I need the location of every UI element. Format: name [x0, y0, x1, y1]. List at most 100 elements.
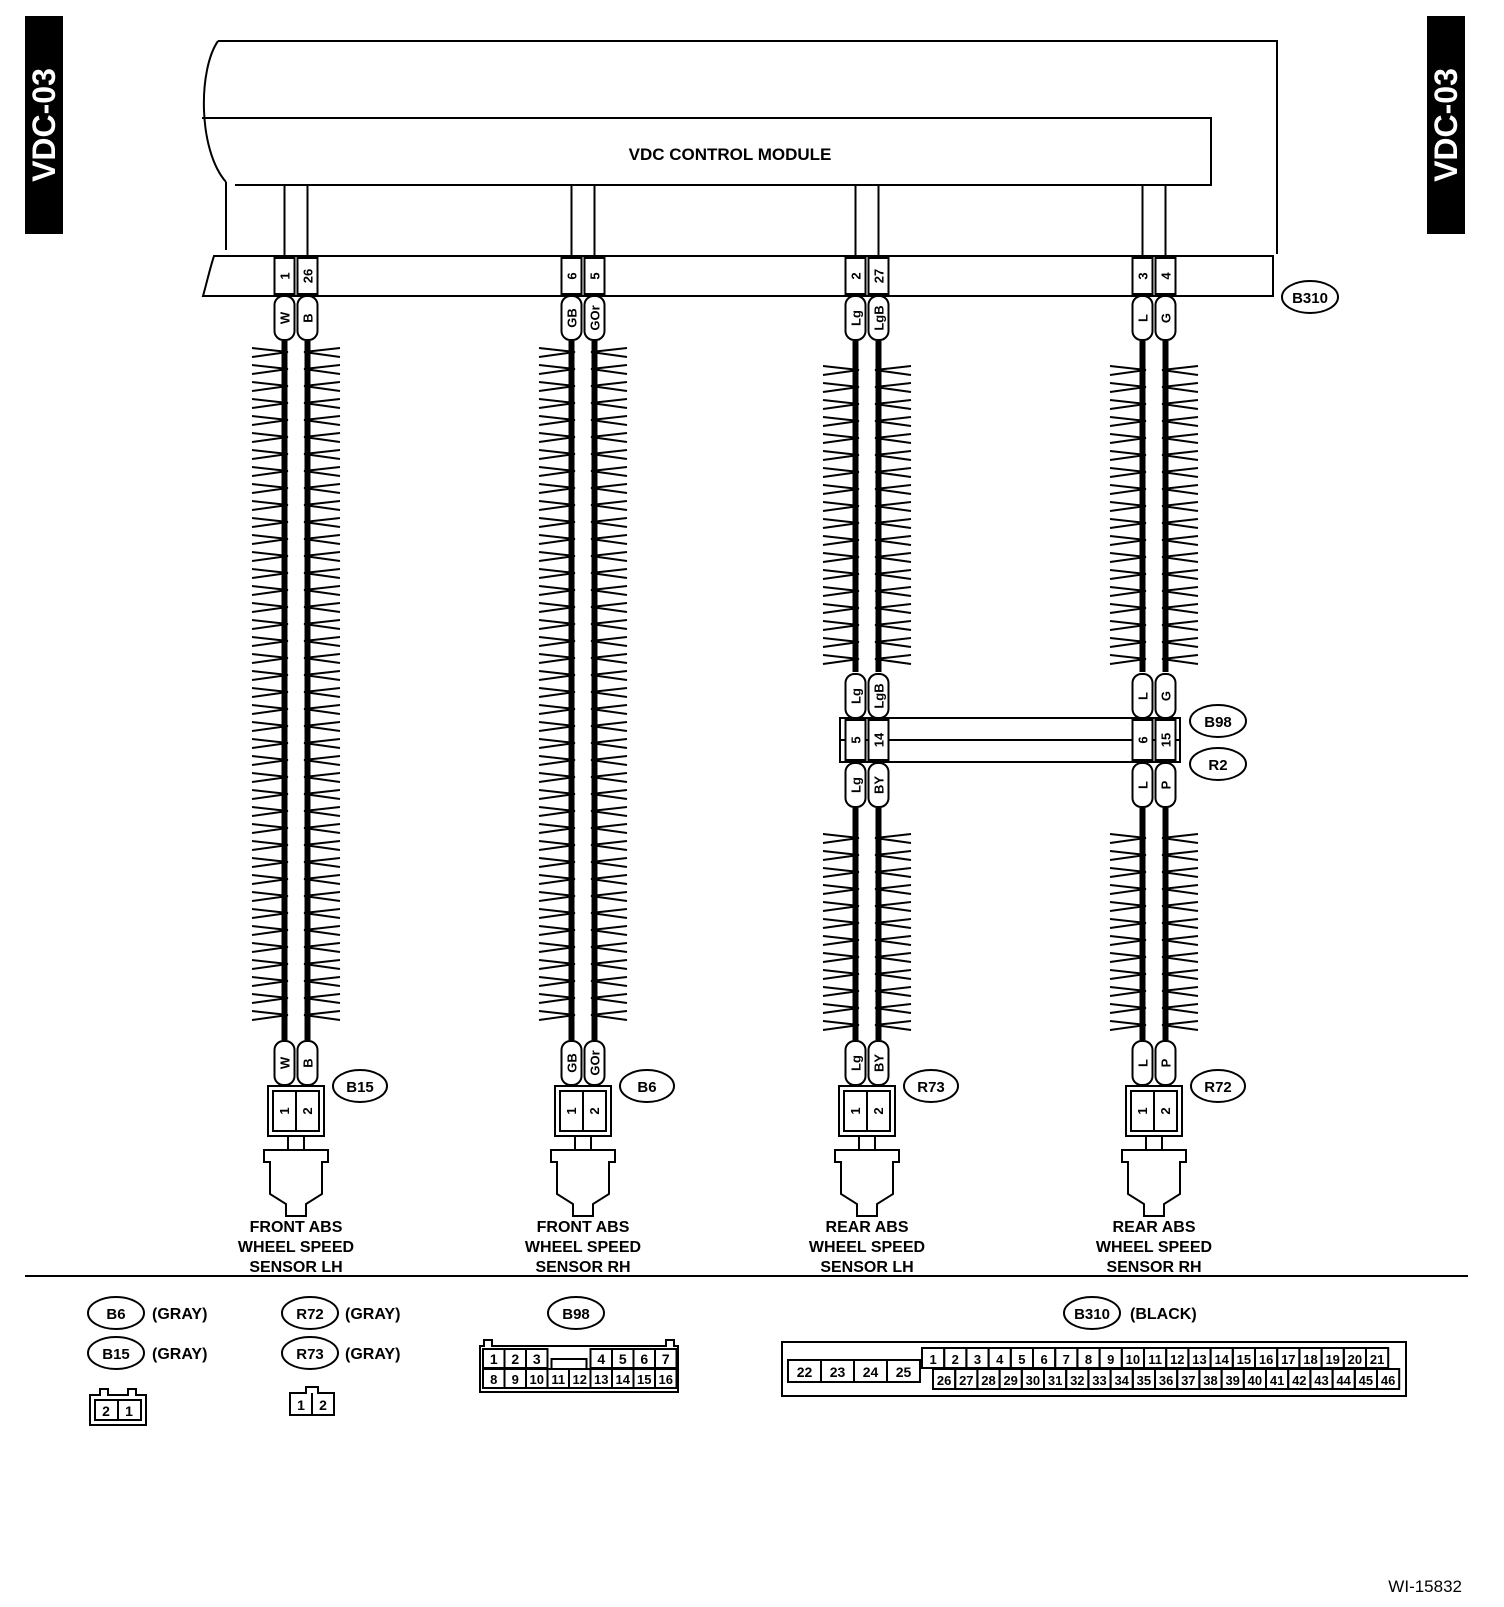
rear-lh-bottom-wire-1: Lg [849, 1055, 864, 1071]
b310-face-pin-28: 28 [981, 1373, 995, 1388]
legend-b15-name: B15 [102, 1346, 130, 1363]
sensor-rear-lh-body [834, 1136, 900, 1217]
sensor-front-rh-label-1: FRONT ABS [537, 1219, 630, 1236]
front-lh-top-wire-1: W [278, 311, 293, 324]
b310-face-pin-18: 18 [1303, 1352, 1317, 1367]
sensor-front-rh-body [550, 1136, 616, 1217]
b310-face-pin-31: 31 [1048, 1373, 1062, 1388]
figure-id: WI-15832 [1388, 1577, 1462, 1596]
b98-face-pin-15: 15 [637, 1372, 651, 1387]
legend-b6: B6 (GRAY) [87, 1296, 207, 1330]
connector-R73-label-text: R73 [917, 1079, 945, 1096]
b98-face-pin-16: 16 [659, 1372, 673, 1387]
legend-face-pin-a: 2 [102, 1403, 110, 1419]
b310-face-pin-3: 3 [974, 1352, 981, 1367]
legend-r72-name: R72 [296, 1306, 324, 1323]
rear-rh-midbot-wire-2: P [1159, 780, 1174, 789]
sensor-front-lh-body [263, 1136, 329, 1217]
rear-lh-shield-upper [822, 365, 912, 665]
connector-b98-text: B98 [1204, 714, 1232, 731]
rear-rh-bottom-wire-1: L [1136, 1059, 1151, 1067]
joint-pin-6: 6 [1136, 736, 1151, 743]
rear-lh-midbot-wire-2: BY [872, 776, 887, 794]
legend-r73-name: R73 [296, 1346, 324, 1363]
page-tab-left: VDC-03 [25, 16, 63, 234]
b310-face-pin-10: 10 [1126, 1352, 1140, 1367]
b98-face-pin-8: 8 [490, 1372, 497, 1387]
b310-pin-3: 3 [1136, 272, 1151, 279]
connector-B6-label: B6 [619, 1069, 675, 1103]
front-lh-bottom-wire-2: B [301, 1058, 316, 1067]
joint-pin-14: 14 [872, 732, 887, 747]
sensor-pin-2: 2 [300, 1107, 315, 1114]
b98-face-pin-2: 2 [511, 1351, 519, 1367]
legend-b15: B15 (GRAY) [87, 1336, 207, 1370]
rear-rh-shield-lower [1109, 833, 1199, 1031]
page-tab-right-label: VDC-03 [1428, 68, 1464, 182]
b310-pin-27: 27 [872, 269, 887, 283]
b310-face-pin-15: 15 [1237, 1352, 1251, 1367]
b310-face-pin-12: 12 [1170, 1352, 1184, 1367]
sensor-rear-rh-label-1: REAR ABS [1113, 1219, 1196, 1236]
front-rh-shield [538, 347, 628, 1021]
sensor-pin-2: 2 [1158, 1107, 1173, 1114]
sensor-front-rh-label-2: WHEEL SPEED [525, 1239, 641, 1256]
sensor-pin-1: 1 [564, 1107, 579, 1114]
b98-face-pin-3: 3 [533, 1351, 541, 1367]
connector-b98-label: B98 [1189, 704, 1247, 738]
b310-face-pin-2: 2 [952, 1352, 959, 1367]
b310-face-pin-26: 26 [937, 1373, 951, 1388]
vdc-control-module [201, 40, 1278, 297]
legend-face-pin-d: 2 [319, 1397, 327, 1413]
joint-pin-5: 5 [849, 736, 864, 743]
b310-face-pin-35: 35 [1137, 1373, 1151, 1388]
rear-lh-top-wire-1: Lg [849, 310, 864, 326]
sensor-front-rh-label-3: SENSOR RH [535, 1259, 630, 1276]
b98-face-pin-1: 1 [490, 1351, 498, 1367]
b310-face-pin-43: 43 [1314, 1373, 1328, 1388]
front-lh-bottom-wire-1: W [278, 1056, 293, 1069]
legend-r72-color: (GRAY) [345, 1306, 400, 1323]
b310-face-pin-7: 7 [1063, 1352, 1070, 1367]
b310-face-pin-20: 20 [1348, 1352, 1362, 1367]
rear-rh-midtop-wire-1: L [1136, 692, 1151, 700]
sensor-front-lh-label-2: WHEEL SPEED [238, 1239, 354, 1256]
b310-face-pin-30: 30 [1026, 1373, 1040, 1388]
sensor-front-lh-label-1: FRONT ABS [250, 1219, 343, 1236]
b310-face-pin-24: 24 [863, 1364, 879, 1380]
b310-pin-4: 4 [1159, 272, 1174, 280]
sensor-pin-1: 1 [1135, 1107, 1150, 1114]
b310-face-pin-27: 27 [959, 1373, 973, 1388]
b98-face-pin-10: 10 [530, 1372, 544, 1387]
legend-r73-color: (GRAY) [345, 1346, 400, 1363]
sensor-pin-1: 1 [277, 1107, 292, 1114]
b310-face-pin-32: 32 [1070, 1373, 1084, 1388]
b310-face-pin-16: 16 [1259, 1352, 1273, 1367]
b310-face-pin-33: 33 [1092, 1373, 1106, 1388]
b98-face-pin-11: 11 [551, 1372, 565, 1387]
connector-r2-label: R2 [1189, 747, 1247, 781]
b310-face-pin-42: 42 [1292, 1373, 1306, 1388]
b310-face-pin-39: 39 [1225, 1373, 1239, 1388]
legend-b310-color: (BLACK) [1130, 1306, 1197, 1323]
b310-face-pin-4: 4 [996, 1352, 1004, 1367]
front-rh-bottom-wire-1: GB [565, 1053, 580, 1073]
legend-b310-name: B310 [1074, 1306, 1110, 1323]
sensor-rear-lh-label-2: WHEEL SPEED [809, 1239, 925, 1256]
b310-pin-5: 5 [588, 272, 603, 279]
b310-face-pin-19: 19 [1325, 1352, 1339, 1367]
front-lh-shield [251, 347, 341, 1021]
sensor-pin-2: 2 [587, 1107, 602, 1114]
b98-face-pin-13: 13 [594, 1372, 608, 1387]
sensor-front-lh-label-3: SENSOR LH [249, 1259, 342, 1276]
sensor-rear-rh-label-2: WHEEL SPEED [1096, 1239, 1212, 1256]
